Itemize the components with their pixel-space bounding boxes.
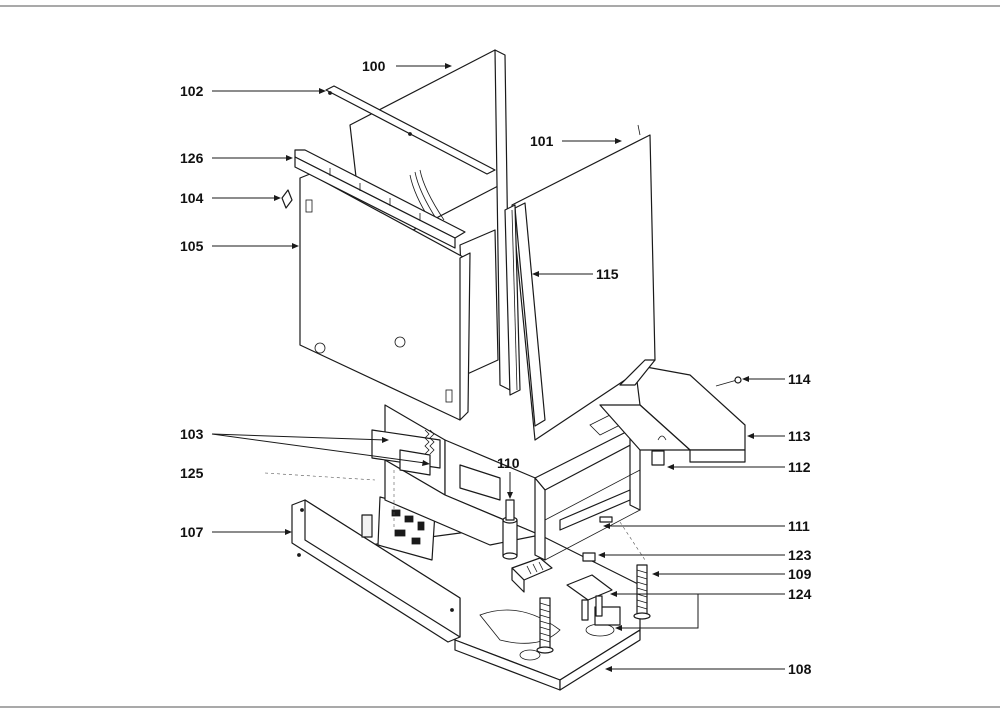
clip-104 [281,189,293,209]
foot-plate-124 [566,574,613,621]
clip-123 [582,552,596,562]
coil-spring [424,429,435,455]
rail-102 [325,85,496,175]
right-wall-101 [511,124,656,441]
callout-112: 112 [788,459,811,475]
callout-123: 123 [788,547,812,563]
callout-101: 101 [530,133,554,149]
callout-109: 109 [788,566,812,582]
leg-110 [502,499,518,560]
callout-104: 104 [180,190,204,206]
seal-strip-126 [294,149,466,249]
screw-114 [715,376,742,387]
callout-125: 125 [180,465,204,481]
callout-126: 126 [180,150,204,166]
clip-112 [651,435,667,466]
front-panel-107 [291,499,461,643]
channel-115 [504,204,521,396]
callout-100: 100 [362,58,386,74]
callout-110: 110 [497,455,520,471]
callout-105: 105 [180,238,204,254]
callout-108: 108 [788,661,812,677]
callout-124: 124 [788,586,812,602]
callout-115: 115 [596,266,619,282]
right-cover-113 [599,364,746,463]
callout-113: 113 [788,428,811,444]
threaded-foot-left [536,597,554,654]
callout-114: 114 [788,371,811,387]
filter-block [511,557,553,593]
threaded-foot-109 [633,564,651,620]
cage-111 [534,414,641,561]
callout-111: 111 [788,518,810,534]
callout-103: 103 [180,426,204,442]
callout-102: 102 [180,83,204,99]
callout-107: 107 [180,524,204,540]
front-wall-105 [299,173,471,421]
leader-lines [211,63,785,672]
